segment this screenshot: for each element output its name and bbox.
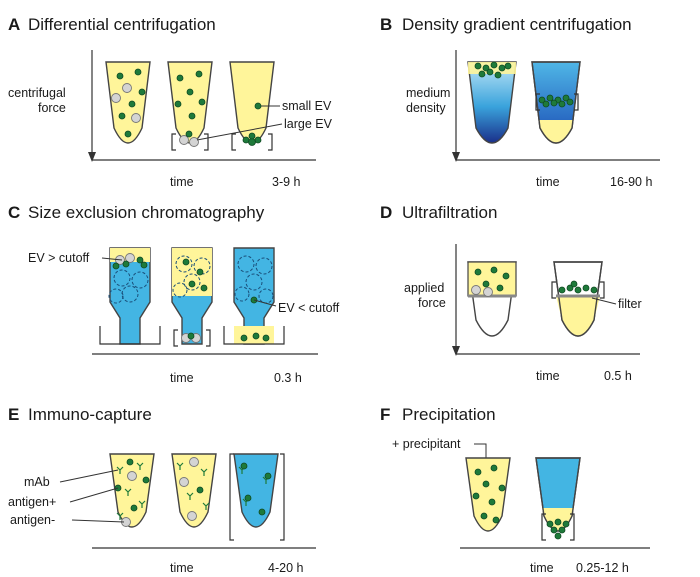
panel-b-axis-label-2: density bbox=[406, 101, 446, 115]
panel-e-label-antigen-pos: antigen+ bbox=[8, 495, 56, 509]
panel-c-letter: C bbox=[8, 203, 20, 222]
panel-d-duration: 0.5 h bbox=[604, 369, 632, 383]
panel-d-letter: D bbox=[380, 203, 392, 222]
panel-a-title: Differential centrifugation bbox=[28, 15, 216, 34]
panel-b-letter: B bbox=[380, 15, 392, 34]
panel-e-label-antigen-neg: antigen- bbox=[10, 513, 55, 527]
panel-a-letter: A bbox=[8, 15, 20, 34]
panel-e-tube-3 bbox=[233, 453, 279, 528]
panel-a-axis-label-1: centrifugal bbox=[8, 86, 66, 100]
panel-e-label-mab: mAb bbox=[24, 475, 50, 489]
panel-b-tube-1 bbox=[467, 61, 517, 144]
panel-a-callout-small-ev: small EV bbox=[282, 99, 332, 113]
panel-c-column-1 bbox=[99, 247, 161, 345]
panel-c-column-2 bbox=[171, 247, 213, 347]
panel-e-tube-2 bbox=[171, 453, 217, 528]
panel-b: B Density gradient centrifugation medium… bbox=[380, 15, 660, 189]
panel-c-callout-ev-below-cutoff: EV < cutoff bbox=[278, 301, 340, 315]
panel-d: D Ultrafiltration applied force filter t… bbox=[380, 203, 642, 383]
panel-a: A Differential centrifugation centrifuga… bbox=[8, 15, 333, 189]
panel-c-duration: 0.3 h bbox=[274, 371, 302, 385]
panel-e-duration: 4-20 h bbox=[268, 561, 303, 575]
panel-c-time-label: time bbox=[170, 371, 194, 385]
panel-d-time-label: time bbox=[536, 369, 560, 383]
panel-e-title: Immuno-capture bbox=[28, 405, 152, 424]
panel-d-axis-label-2: force bbox=[418, 296, 446, 310]
panel-f-title: Precipitation bbox=[402, 405, 496, 424]
panel-c-column-3 bbox=[223, 247, 285, 345]
panel-a-tube-3 bbox=[229, 61, 275, 144]
panel-f-tube-1 bbox=[465, 457, 511, 532]
panel-b-title: Density gradient centrifugation bbox=[402, 15, 632, 34]
panel-a-axis-label-2: force bbox=[38, 101, 66, 115]
panel-c-title: Size exclusion chromatography bbox=[28, 203, 265, 222]
panel-a-callout-large-ev: large EV bbox=[284, 117, 333, 131]
panel-b-axis-label-1: medium bbox=[406, 86, 450, 100]
panel-d-callout-filter: filter bbox=[618, 297, 642, 311]
panel-a-time-label: time bbox=[170, 175, 194, 189]
panel-b-time-label: time bbox=[536, 175, 560, 189]
panel-f: F Precipitation + precipitant time 0.25-… bbox=[380, 405, 650, 575]
panel-e-time-label: time bbox=[170, 561, 194, 575]
panel-f-time-label: time bbox=[530, 561, 554, 575]
panel-b-duration: 16-90 h bbox=[610, 175, 652, 189]
panel-d-axis-label-1: applied bbox=[404, 281, 444, 295]
panel-e-letter: E bbox=[8, 405, 19, 424]
panel-e-tube-1 bbox=[109, 453, 155, 528]
panel-c: C Size exclusion chromatography bbox=[8, 203, 340, 385]
panel-f-duration: 0.25-12 h bbox=[576, 561, 629, 575]
panel-e: E Immuno-capture bbox=[8, 405, 316, 575]
panel-f-letter: F bbox=[380, 405, 390, 424]
panel-d-title: Ultrafiltration bbox=[402, 203, 497, 222]
panel-a-duration: 3-9 h bbox=[272, 175, 301, 189]
panel-f-label-precipitant: + precipitant bbox=[392, 437, 461, 451]
panel-a-tube-1 bbox=[105, 61, 151, 144]
panel-c-callout-ev-above-cutoff: EV > cutoff bbox=[28, 251, 90, 265]
